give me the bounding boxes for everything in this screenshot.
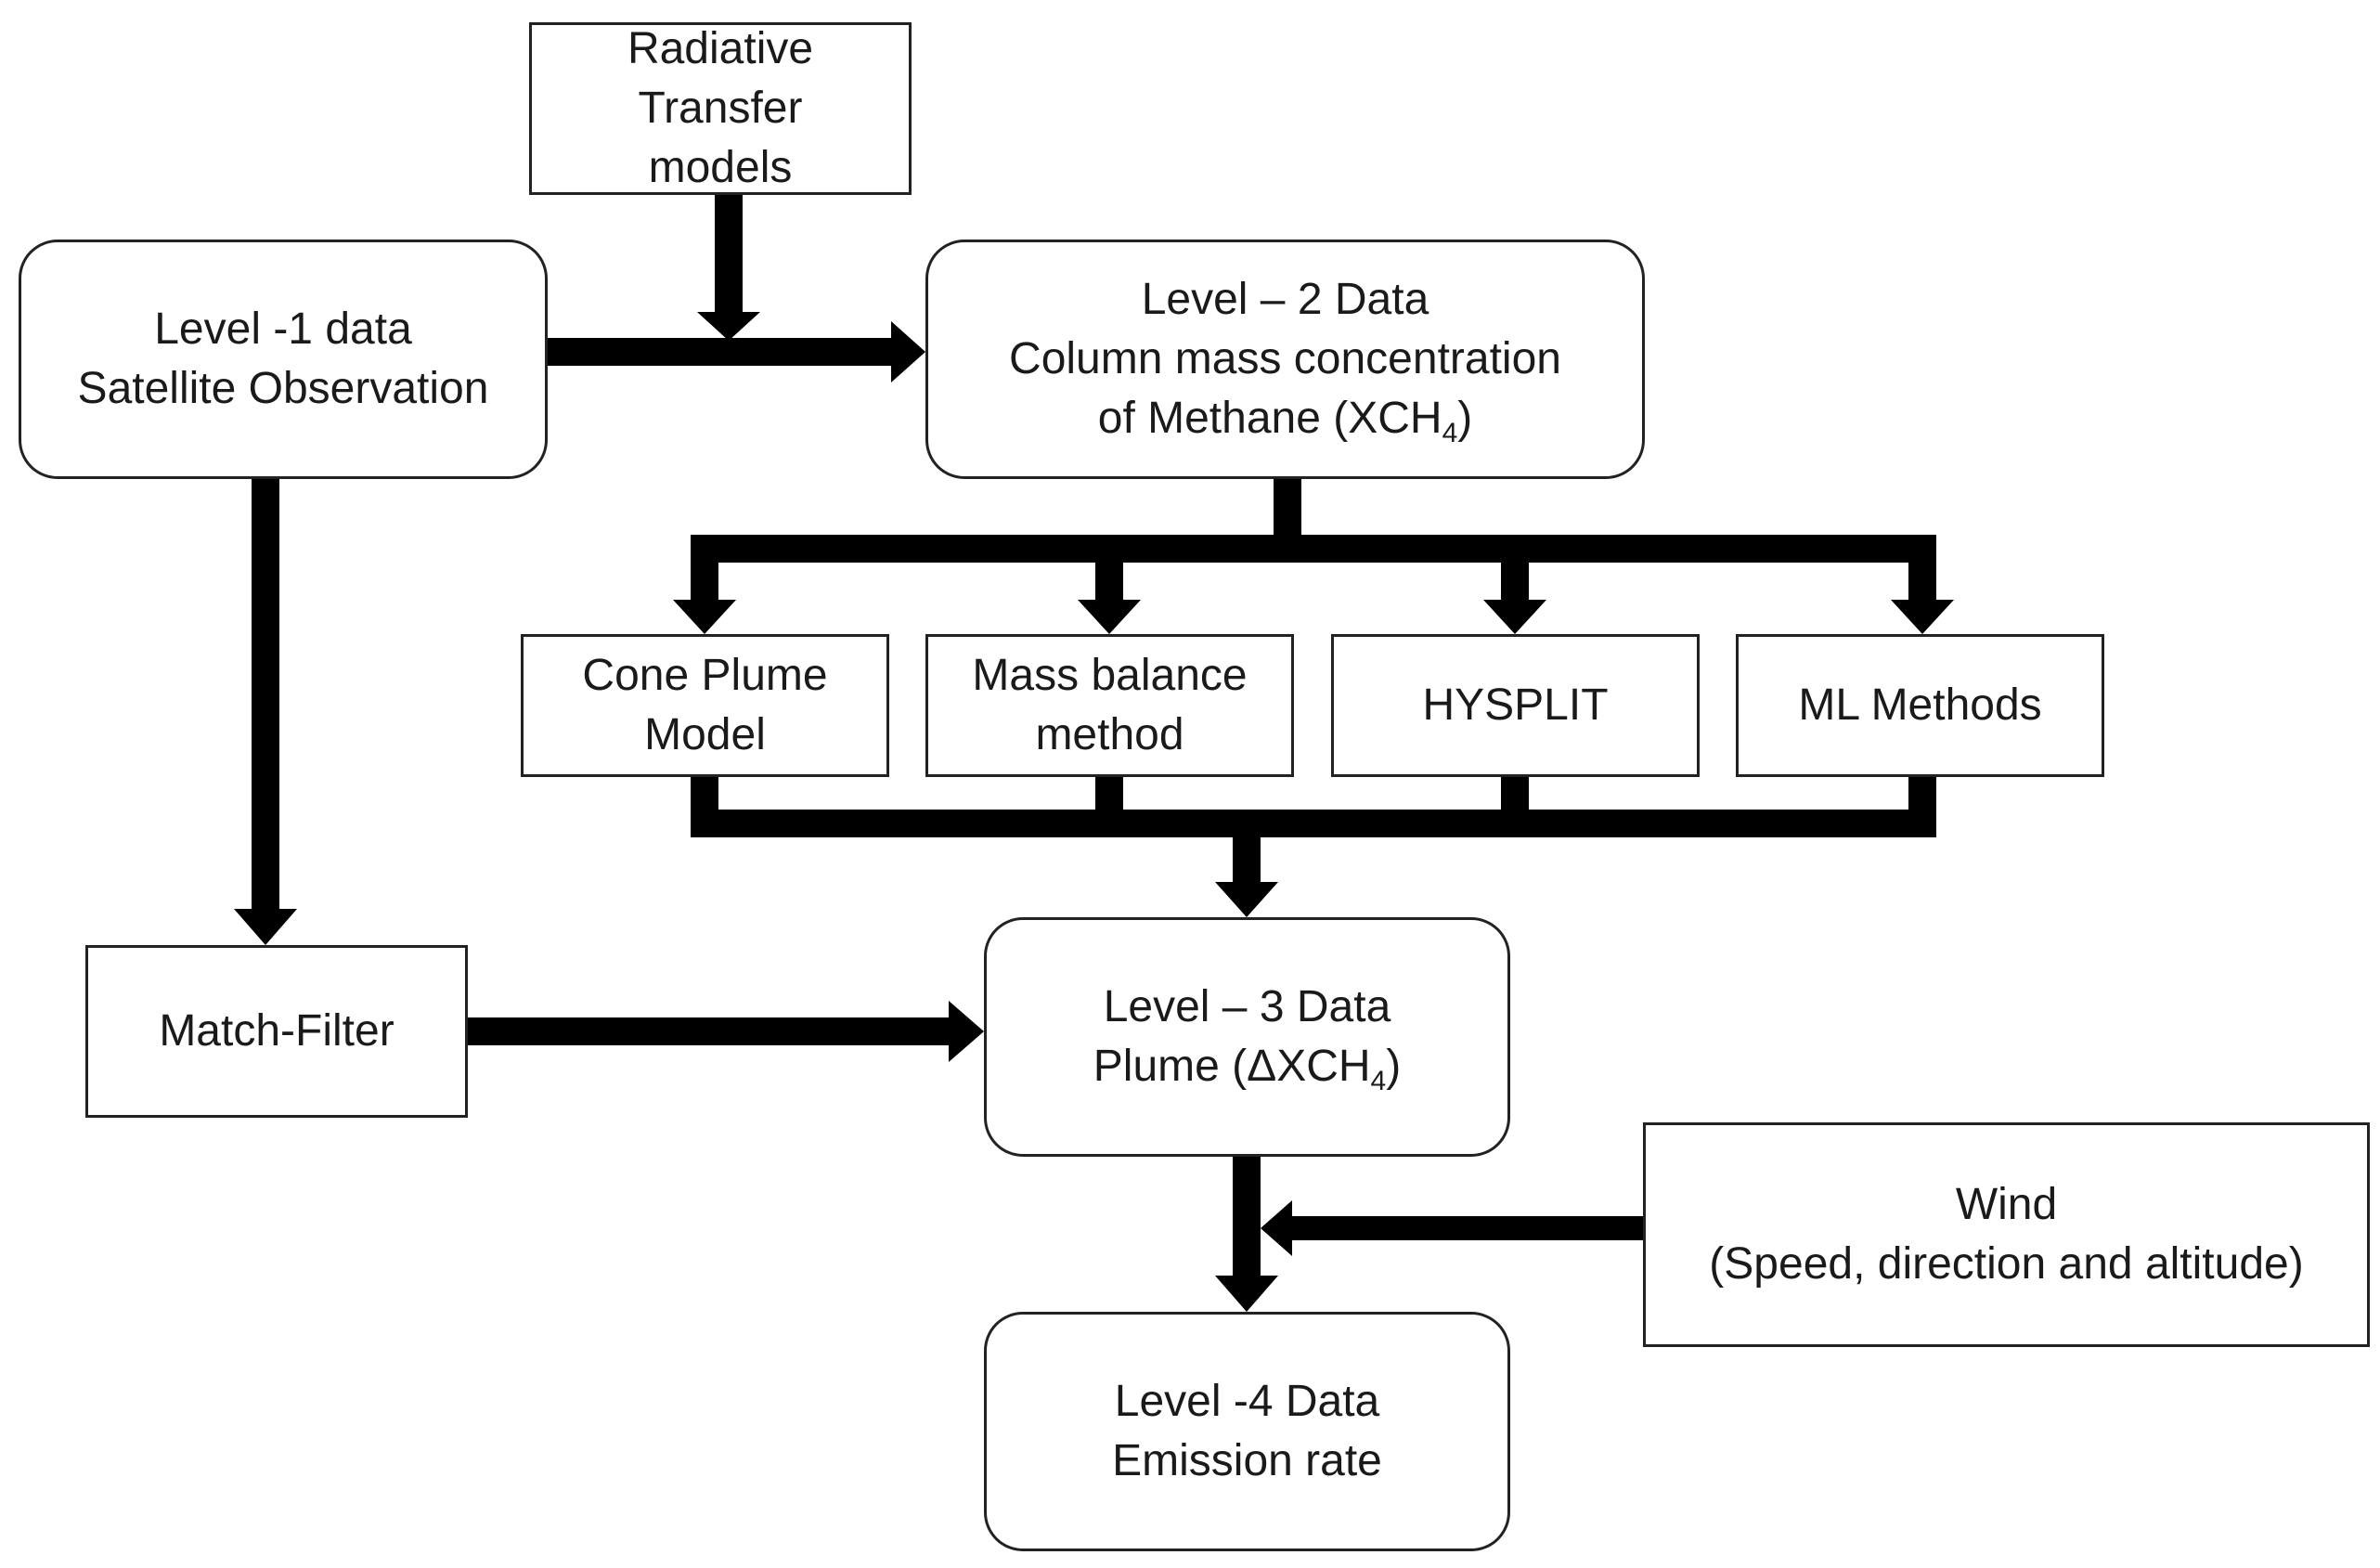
level1-line-1: Level -1 data <box>154 305 412 354</box>
cone-plume-line-1: Cone Plume <box>582 651 828 700</box>
level2-line-2: Column mass concentration <box>1009 334 1561 383</box>
drop-hysplit-head <box>1483 600 1546 634</box>
arrow-level1-to-matchfilter-shaft <box>252 479 279 911</box>
drop-ml-head <box>1891 600 1954 634</box>
wind-line-1: Wind <box>1955 1180 2058 1229</box>
radiative-transfer-box: Radiative Transfer models <box>529 22 912 195</box>
drop-mass-head <box>1078 600 1141 634</box>
level3-data-box: Level – 3 Data Plume (ΔXCH4) <box>984 917 1510 1157</box>
level2-line-3: of Methane (XCH4) <box>1098 389 1473 448</box>
level4-line-2: Emission rate <box>1112 1436 1382 1485</box>
cone-plume-line-2: Model <box>644 710 766 759</box>
arrow-level3-to-level4-head <box>1215 1276 1278 1312</box>
level3-line-2: Plume (ΔXCH4) <box>1093 1037 1401 1096</box>
level2-line-3-text: of Methane (XCH <box>1097 394 1442 443</box>
arrow-level1-to-matchfilter-head <box>234 909 297 945</box>
level2-line-1: Level – 2 Data <box>1141 275 1429 324</box>
level1-data-box: Level -1 data Satellite Observation <box>19 240 548 479</box>
arrow-matchfilter-to-level3-head <box>949 1001 984 1062</box>
hysplit-label: HYSPLIT <box>1422 680 1609 730</box>
level2-subscript: 4 <box>1442 418 1458 448</box>
drop-hysplit-shaft <box>1501 535 1529 602</box>
radiative-transfer-line-2: Transfer <box>638 84 803 133</box>
ml-methods-box: ML Methods <box>1736 634 2104 777</box>
mass-balance-line-1: Mass balance <box>972 651 1248 700</box>
level3-subscript: 4 <box>1370 1066 1387 1096</box>
arrow-wind-head <box>1261 1200 1292 1256</box>
mass-balance-line-2: method <box>1035 710 1184 759</box>
mass-balance-method-box: Mass balance method <box>925 634 1294 777</box>
merge-bottom-bar <box>691 810 1936 837</box>
cone-plume-model-box: Cone Plume Model <box>521 634 889 777</box>
level3-line-2-close: ) <box>1386 1042 1402 1091</box>
arrow-wind-shaft <box>1290 1216 1643 1240</box>
match-filter-label: Match-Filter <box>159 1006 395 1056</box>
branch-level2-stem <box>1274 479 1301 535</box>
drop-mass-shaft <box>1095 535 1123 602</box>
radiative-transfer-line-3: models <box>648 143 793 192</box>
arrow-level3-to-level4-shaft <box>1233 1157 1261 1277</box>
level4-line-1: Level -4 Data <box>1114 1377 1380 1426</box>
drop-ml-shaft <box>1908 535 1936 602</box>
level2-data-box: Level – 2 Data Column mass concentration… <box>925 240 1645 479</box>
drop-cone-shaft <box>691 535 718 602</box>
level4-data-box: Level -4 Data Emission rate <box>984 1312 1510 1551</box>
merge-down-head <box>1215 882 1278 917</box>
arrow-rtm-down-shaft <box>715 195 743 316</box>
wind-box: Wind (Speed, direction and altitude) <box>1643 1122 2370 1347</box>
level3-line-2-text: Plume (ΔXCH <box>1093 1042 1371 1091</box>
ml-methods-label: ML Methods <box>1798 680 2042 730</box>
level3-line-1: Level – 3 Data <box>1103 982 1391 1031</box>
drop-cone-head <box>673 600 736 634</box>
arrow-level1-to-level2-head <box>891 321 925 382</box>
arrow-matchfilter-to-level3-shaft <box>468 1017 951 1045</box>
radiative-transfer-line-1: Radiative <box>627 24 814 73</box>
match-filter-box: Match-Filter <box>85 945 468 1118</box>
hysplit-box: HYSPLIT <box>1331 634 1700 777</box>
arrow-level1-to-level2-shaft <box>548 338 891 366</box>
branch-top-bar <box>691 535 1936 563</box>
arrow-rtm-down-head <box>697 312 760 341</box>
wind-line-2: (Speed, direction and altitude) <box>1709 1239 2304 1289</box>
level2-line-3-close: ) <box>1457 394 1473 443</box>
merge-down-shaft <box>1233 837 1261 886</box>
level1-line-2: Satellite Observation <box>77 364 489 413</box>
